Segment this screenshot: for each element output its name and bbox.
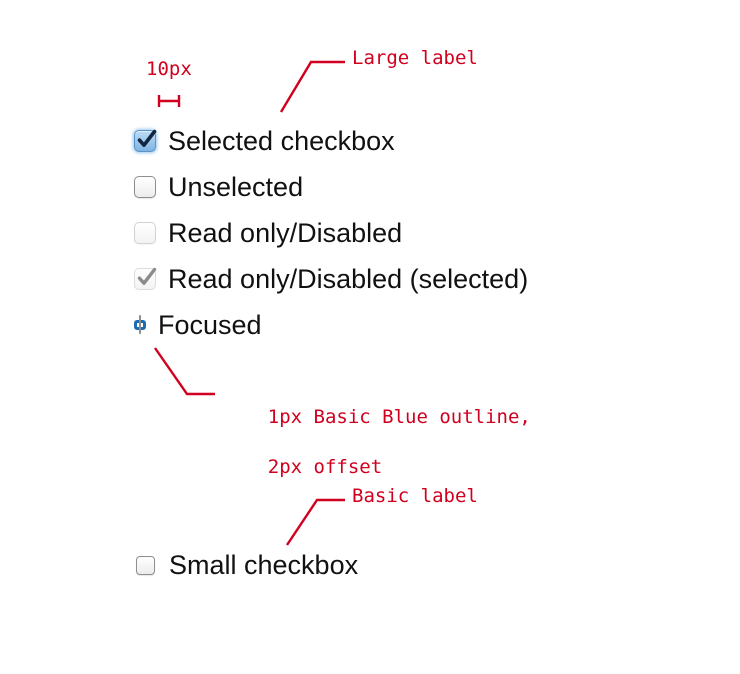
checkbox-label-small: Small checkbox [169, 550, 359, 580]
large-label-leader-line [279, 60, 345, 113]
checkbox-label-focused: Focused [158, 309, 262, 340]
checkmark-disabled-icon [137, 267, 157, 285]
focus-outline-ring [134, 315, 146, 334]
focus-note-leader-line [154, 347, 215, 396]
annotation-basic-label: Basic label [352, 485, 478, 507]
checkbox-small-icon[interactable] [136, 556, 155, 575]
checkbox-disabled-selected-icon [134, 267, 157, 290]
basic-label-leader-line [286, 498, 345, 546]
checkbox-label-disabled-selected: Read only/Disabled (selected) [168, 263, 529, 294]
checkbox-row-selected[interactable]: Selected checkbox [134, 118, 528, 164]
measure-annotation-10px: 10px [146, 58, 192, 80]
annotation-large-label: Large label [352, 47, 478, 69]
measure-ibeam-icon [157, 95, 181, 107]
checkbox-focused-icon[interactable] [139, 315, 141, 334]
checkbox-row-unselected[interactable]: Unselected [134, 164, 528, 210]
focus-note-line-1: 1px Basic Blue outline, [267, 406, 531, 428]
annotation-focus-outline-note: 1px Basic Blue outline, 2px offset [222, 380, 531, 505]
checkmark-icon [137, 129, 157, 147]
focus-note-line-2: 2px offset [267, 456, 383, 478]
checkbox-selected-icon[interactable] [134, 129, 157, 152]
checkbox-label-disabled: Read only/Disabled [168, 217, 403, 248]
checkbox-row-disabled: Read only/Disabled [134, 210, 528, 256]
checkbox-row-disabled-selected: Read only/Disabled (selected) [134, 256, 528, 302]
large-checkbox-group: Selected checkbox Unselected Read only/D… [134, 118, 528, 348]
checkbox-row-focused[interactable]: Focused [134, 302, 528, 348]
checkbox-label-unselected: Unselected [168, 171, 304, 202]
small-checkbox-group[interactable]: Small checkbox [136, 552, 358, 579]
checkbox-unselected-icon[interactable] [134, 176, 156, 198]
checkbox-label-selected: Selected checkbox [168, 125, 395, 156]
checkbox-disabled-icon [134, 222, 156, 244]
